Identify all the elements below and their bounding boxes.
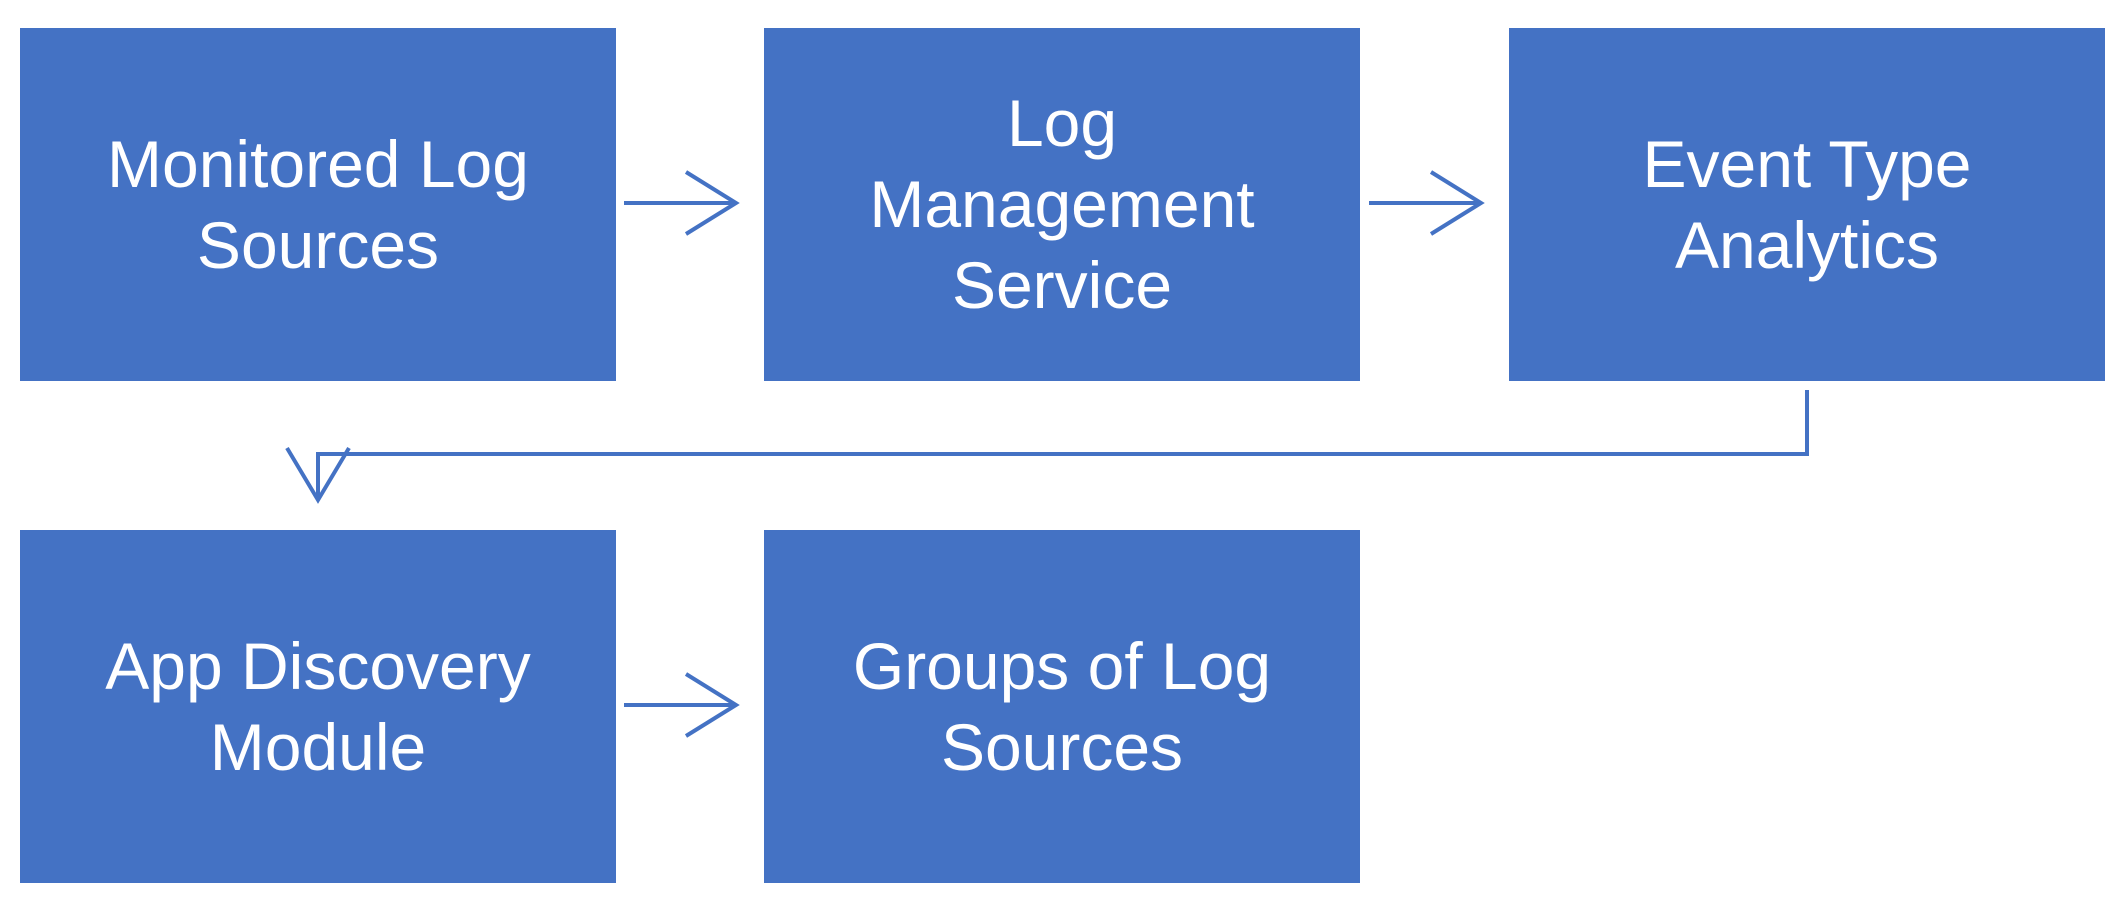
node-label-line: Module: [209, 709, 427, 784]
node-event-type-analytics: Event Type Analytics: [1509, 28, 2105, 381]
node-monitored-log-sources: Monitored Log Sources: [20, 28, 616, 381]
arrow-monitored-to-log-management: [624, 170, 740, 236]
arrow-app-discovery-to-groups: [624, 672, 740, 738]
node-groups-of-log-sources: Groups of Log Sources: [764, 530, 1360, 883]
node-label-line: Sources: [940, 709, 1184, 784]
node-label-line: Management: [869, 167, 1255, 241]
arrow-log-management-to-event-type: [1369, 170, 1485, 236]
node-label-line: Monitored Log: [107, 126, 529, 201]
node-label: App Discovery Module: [105, 626, 531, 788]
node-label-line: Service: [951, 248, 1173, 322]
node-log-management-service: Log Management Service: [764, 28, 1360, 381]
node-label-line: Sources: [196, 207, 440, 282]
node-app-discovery-module: App Discovery Module: [20, 530, 616, 883]
node-label: Groups of Log Sources: [853, 626, 1271, 788]
arrow-event-type-to-app-discovery: [285, 390, 1809, 504]
node-label-line: App Discovery: [105, 628, 531, 703]
node-label-line: Analytics: [1674, 207, 1940, 282]
node-label-line: Log: [1006, 86, 1118, 160]
node-label-line: Event Type: [1642, 126, 1972, 201]
node-label: Event Type Analytics: [1642, 124, 1971, 286]
node-label: Log Management Service: [869, 83, 1254, 326]
node-label-line: Groups of Log: [852, 628, 1272, 703]
node-label: Monitored Log Sources: [107, 124, 529, 286]
